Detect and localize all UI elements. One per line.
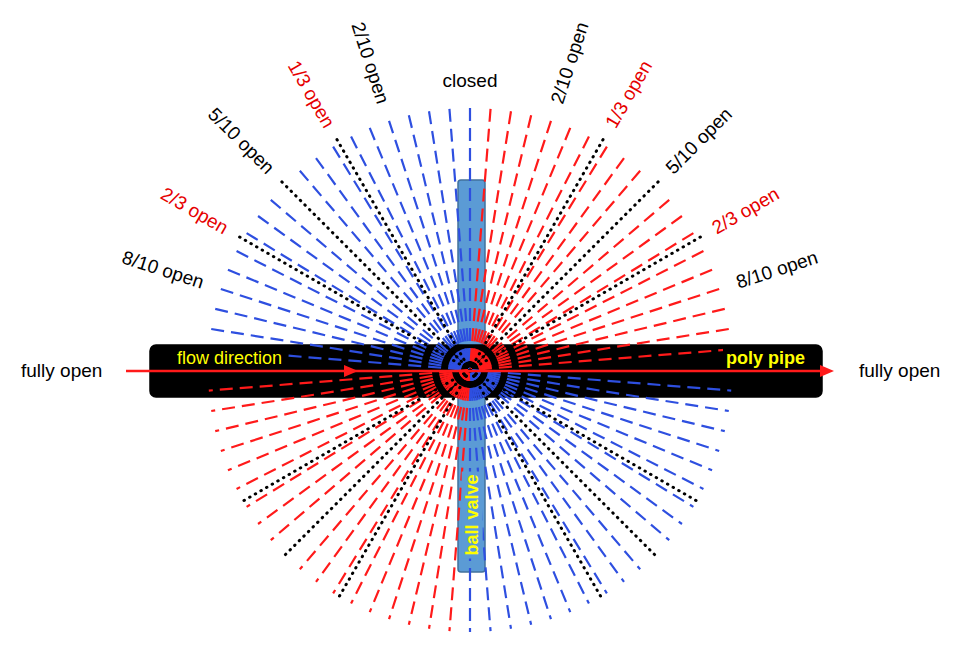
position-label: 2/3 open [708, 183, 783, 239]
position-label: 2/3 open [157, 183, 232, 239]
position-label: 2/10 open [546, 19, 593, 106]
position-label: 2/10 open [347, 19, 394, 106]
arrow-head [344, 365, 358, 377]
position-label: 8/10 open [119, 247, 206, 294]
poly-pipe: flow direction poly pipe [150, 345, 822, 397]
arrow-head [820, 365, 834, 377]
fully-open-label: fully open [859, 360, 940, 382]
position-label: 5/10 open [661, 104, 736, 179]
ball-valve: ball valve [458, 180, 485, 572]
valve-name: ball valve [461, 471, 482, 558]
position-label: 8/10 open [734, 247, 821, 294]
closed-label: closed [443, 70, 498, 92]
flow-arrow-line [126, 370, 822, 373]
pipe-name: poly pipe [723, 348, 808, 369]
position-label: 1/3 open [283, 57, 339, 132]
flow-direction-text: flow direction [174, 348, 285, 369]
fully-open-label: fully open [21, 360, 102, 382]
position-label: 1/3 open [601, 57, 657, 132]
position-label: 5/10 open [204, 104, 279, 179]
